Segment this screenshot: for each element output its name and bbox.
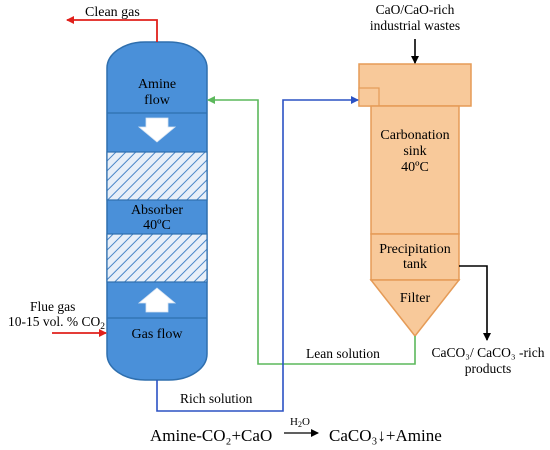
flue-gas-label: Flue gas	[30, 299, 75, 314]
equation-products: CaCO₃↓+Amine	[329, 426, 442, 445]
rich-solution-line	[156, 96, 359, 412]
waste-feed-label: CaO/CaO-rich	[376, 2, 455, 17]
precipitation-label: tank	[403, 257, 427, 272]
products-label: CaCO₃/ CaCO₃ -rich	[432, 345, 545, 360]
absorber-title: Absorber	[131, 203, 183, 218]
amine-flow-label: flow	[144, 93, 171, 108]
lean-solution-label: Lean solution	[306, 346, 380, 361]
precipitation-label: Precipitation	[379, 242, 451, 257]
flue-gas-composition: 10-15 vol. % CO2	[8, 314, 105, 332]
reactor: Carbonation sink 40ºC Precipitation tank…	[358, 63, 472, 338]
carbonation-label: sink	[403, 144, 426, 159]
gas-flow-label: Gas flow	[132, 327, 184, 342]
packing-bed-upper	[106, 151, 208, 201]
packing-bed-lower	[106, 233, 208, 283]
hopper-inlet	[358, 87, 380, 107]
rich-solution-label: Rich solution	[180, 391, 253, 406]
products-label: products	[465, 361, 512, 376]
equation-reactants: Amine-CO₂+CaO	[150, 426, 272, 445]
filter-label: Filter	[400, 291, 431, 306]
equation-catalyst: H2O	[290, 416, 310, 429]
lean-solution-line	[207, 96, 416, 365]
carbonation-label: Carbonation	[380, 128, 449, 143]
reaction-equation: Amine-CO₂+CaO H2O CaCO₃↓+Amine	[150, 416, 442, 445]
products-line	[459, 265, 491, 341]
absorber-column: Amine flow Absorber 40ºC Gas flow	[106, 41, 208, 381]
clean-gas-line	[66, 16, 158, 42]
absorber-temperature: 40ºC	[143, 218, 171, 233]
filter-cone	[369, 279, 461, 338]
up-arrow-icon	[137, 287, 177, 313]
carbonation-temperature: 40ºC	[401, 160, 429, 175]
down-arrow-icon	[137, 117, 177, 143]
waste-feed-label: industrial wastes	[370, 18, 460, 33]
clean-gas-label: Clean gas	[85, 5, 140, 20]
amine-flow-label: Amine	[138, 77, 176, 92]
